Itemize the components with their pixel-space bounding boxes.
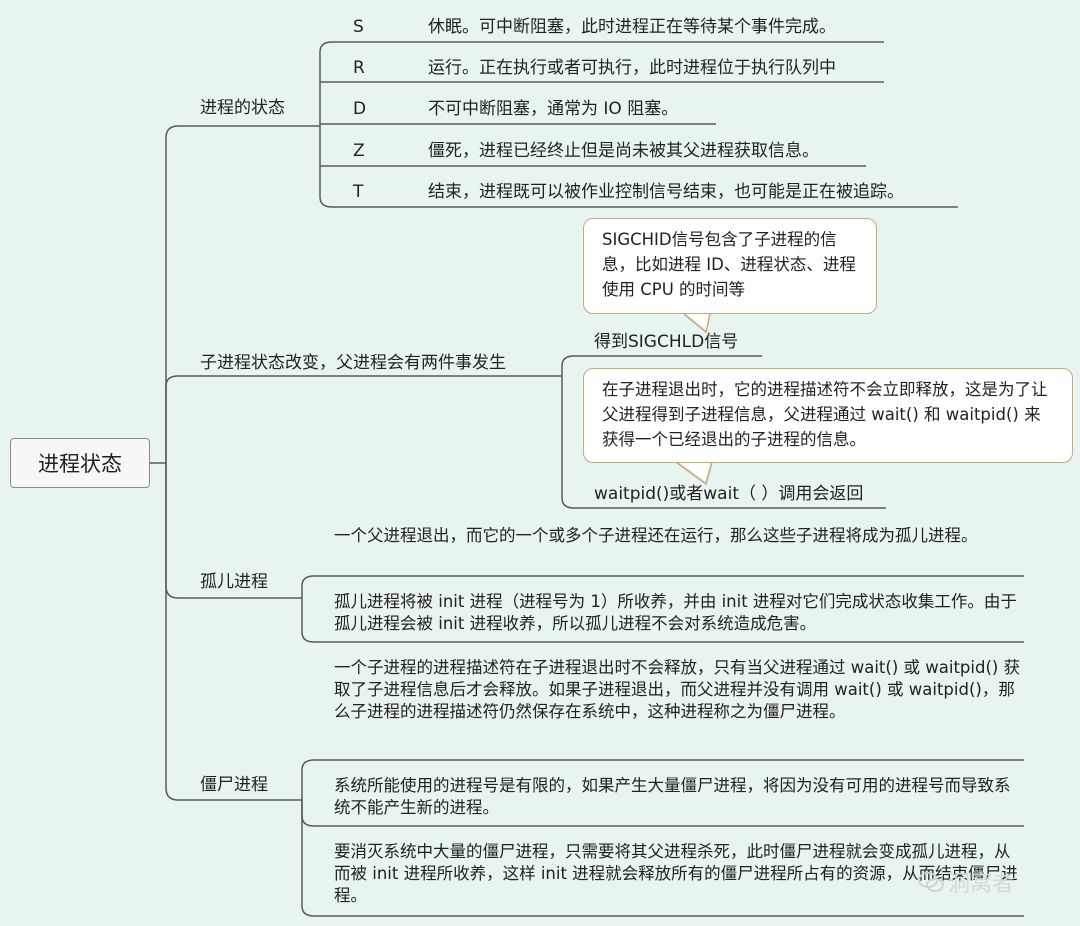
zombie-item-3: 要消灭系统中大量的僵尸进程，只需要将其父进程杀死，此时僵尸进程就会变成孤儿进程，…: [334, 842, 1018, 905]
state-desc-t: 结束，进程既可以被作业控制信号结束，也可能是正在被追踪。: [428, 182, 904, 202]
state-code-r: R: [353, 58, 365, 78]
root-node[interactable]: 进程状态: [10, 438, 150, 488]
child-item-get-sigchld: 得到SIGCHLD信号: [594, 332, 739, 352]
callout-descriptor-info: 在子进程退出时，它的进程描述符不会立即释放，这是为了让父进程得到子进程信息，父进…: [583, 368, 1073, 463]
state-desc-z: 僵死，进程已经终止但是尚未被其父进程获取信息。: [428, 141, 819, 161]
state-code-s: S: [353, 17, 364, 37]
zombie-item-2: 系统所能使用的进程号是有限的，如果产生大量僵尸进程，将因为没有可用的进程号而导致…: [334, 776, 1011, 817]
branch-child-change-label[interactable]: 子进程状态改变，父进程会有两件事发生: [200, 353, 506, 373]
orphan-item-2: 孤儿进程将被 init 进程（进程号为 1）所收养，并由 init 进程对它们完…: [334, 592, 1017, 633]
watermark: 洞窝者: [918, 866, 1014, 898]
wechat-icon: [918, 872, 944, 892]
state-desc-s: 休眠。可中断阻塞，此时进程正在等待某个事件完成。: [428, 17, 836, 37]
branch-orphan-label[interactable]: 孤儿进程: [200, 572, 268, 592]
orphan-item-1: 一个父进程退出，而它的一个或多个子进程还在运行，那么这些子进程将成为孤儿进程。: [334, 526, 978, 545]
root-label: 进程状态: [38, 452, 122, 476]
state-desc-d: 不可中断阻塞，通常为 IO 阻塞。: [428, 99, 679, 119]
state-code-t: T: [353, 182, 364, 202]
branch-zombie-label[interactable]: 僵尸进程: [200, 775, 268, 795]
child-item-wait-returns: waitpid()或者wait（ ）调用会返回: [594, 484, 864, 504]
state-code-z: Z: [353, 141, 365, 161]
callout-sigchld-info: SIGCHID信号包含了子进程的信息，比如进程 ID、进程状态、进程使用 CPU…: [583, 218, 877, 314]
zombie-item-1: 一个子进程的进程描述符在子进程退出时不会释放，只有当父进程通过 wait() 或…: [334, 658, 1021, 721]
branch-states-label[interactable]: 进程的状态: [200, 98, 285, 118]
state-code-d: D: [353, 99, 367, 119]
watermark-text: 洞窝者: [948, 872, 1015, 897]
state-desc-r: 运行。正在执行或者可执行，此时进程位于执行队列中: [428, 58, 836, 78]
